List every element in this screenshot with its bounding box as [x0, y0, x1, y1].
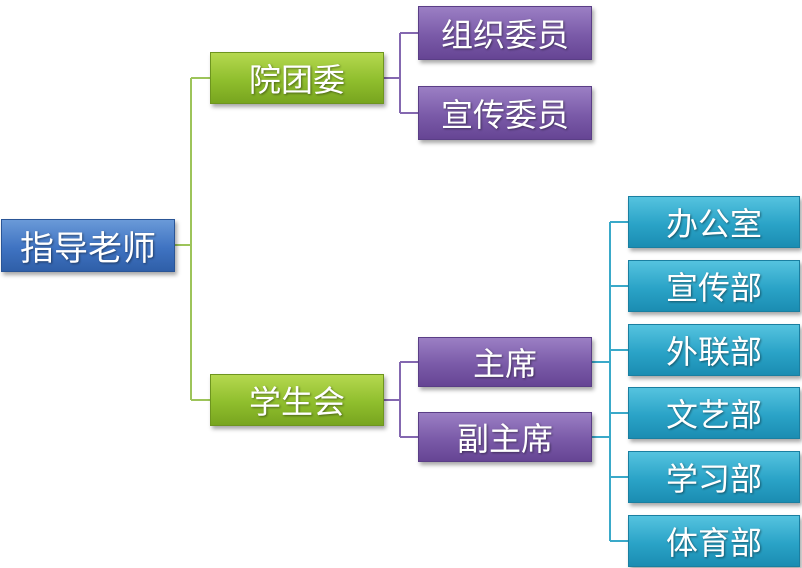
connector-yuantuanwei-trunk [384, 33, 401, 113]
branch-connectors [384, 32, 418, 438]
node-xuanchuanbu: 宣传部 [628, 260, 800, 312]
node-zuzhiweiyuan: 组织委员 [418, 6, 592, 60]
node-wenyibu: 文艺部 [628, 387, 800, 439]
node-tiyubu: 体育部 [628, 515, 800, 567]
node-yuantuanwei: 院团委 [210, 52, 384, 104]
node-wailianbu: 外联部 [628, 324, 800, 376]
node-fuzhuxi: 副主席 [418, 412, 592, 462]
connector-root-trunk [175, 78, 192, 400]
node-zhuxi: 主席 [418, 337, 592, 387]
node-xuanchuanweiyuan: 宣传委员 [418, 86, 592, 140]
root-connectors [175, 77, 210, 401]
connector-xueshenghui-trunk [384, 362, 401, 437]
node-root: 指导老师 [1, 219, 175, 272]
node-bangongshi: 办公室 [628, 196, 800, 248]
node-xueshenghui: 学生会 [210, 374, 384, 426]
department-connectors [592, 221, 628, 542]
node-xuexibu: 学习部 [628, 451, 800, 503]
